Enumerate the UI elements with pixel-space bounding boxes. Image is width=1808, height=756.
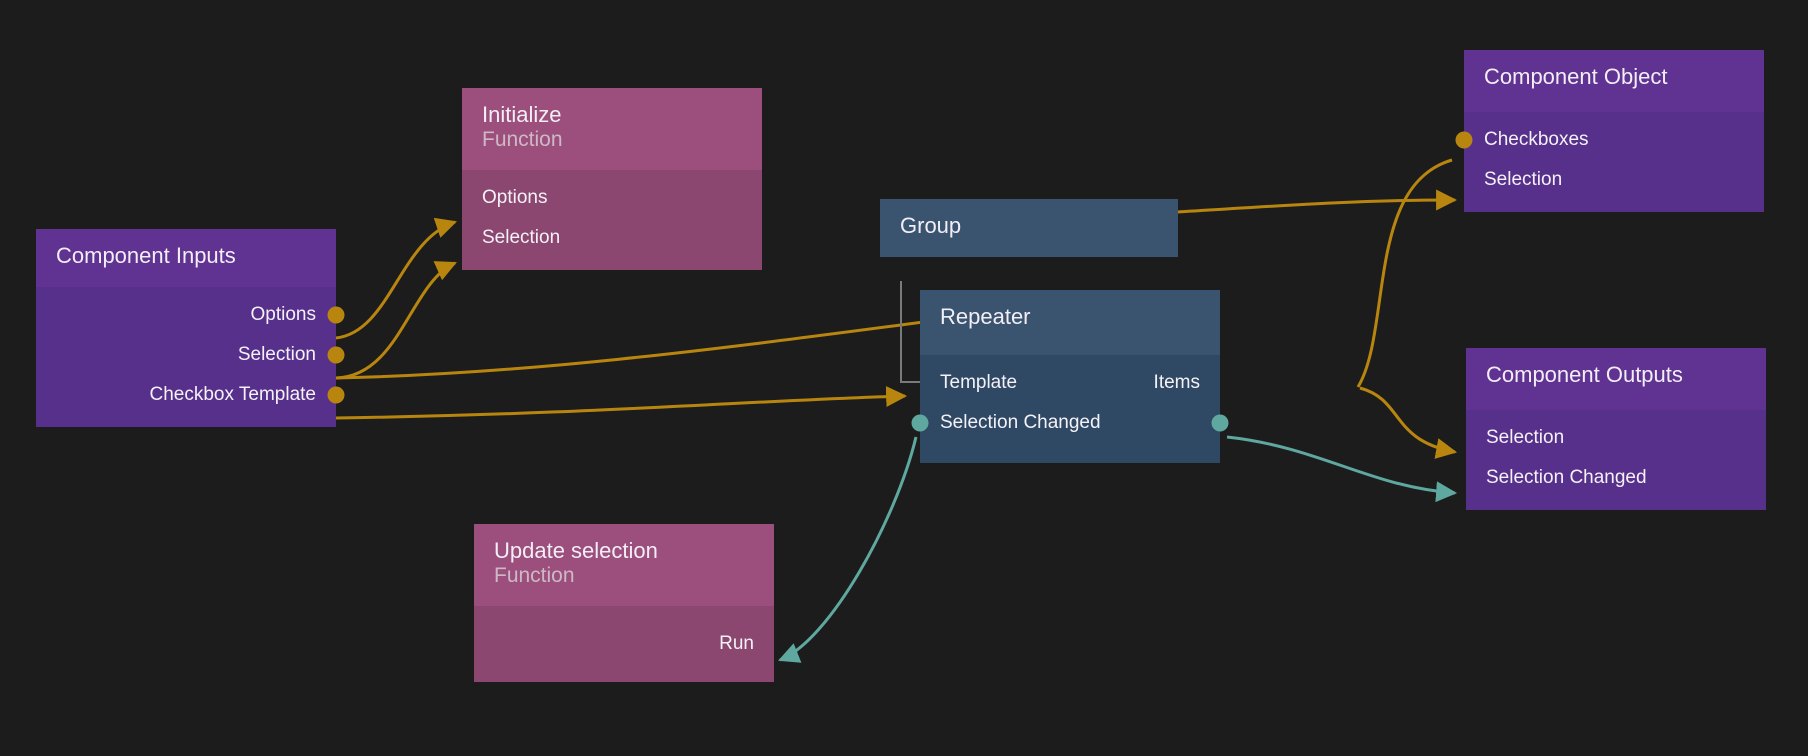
port-label-items: Items (1153, 372, 1200, 393)
node-component-outputs[interactable]: Component Outputs Selection Selection Ch… (1466, 348, 1766, 510)
edge-repeater-selchanged-to-update-run (778, 436, 918, 663)
port-label: Selection (1486, 427, 1565, 448)
node-header: Update selection Function (474, 524, 774, 606)
node-group[interactable]: Group (880, 199, 1178, 257)
port-label: Checkbox Template (149, 384, 316, 405)
edge-group-to-component-object-selection (1177, 189, 1458, 214)
port-row-options[interactable]: Options (36, 295, 345, 335)
node-header: Group (880, 199, 1178, 257)
node-header: Component Object (1464, 50, 1764, 112)
node-title: Update selection (494, 538, 658, 563)
node-body: Selection Selection Changed (1466, 410, 1766, 510)
port-row-template-items[interactable]: Template Items (920, 363, 1220, 403)
node-title: Group (900, 213, 962, 238)
port-label: Run (719, 633, 754, 654)
port-row-selection-changed[interactable]: Selection Changed (1466, 458, 1766, 498)
port-row-selection[interactable]: Selection (462, 218, 762, 258)
node-header: Repeater (920, 290, 1220, 355)
port-label: Checkboxes (1484, 129, 1589, 150)
node-subtitle: Function (494, 563, 575, 587)
node-body: Run (474, 606, 774, 682)
node-component-inputs[interactable]: Component Inputs Options Selection Check… (36, 229, 345, 427)
input-port-circle-icon[interactable] (911, 414, 929, 432)
input-port-circle-icon[interactable] (1455, 131, 1473, 149)
edge-repeater-selchanged-to-outputs-selchanged (1226, 435, 1458, 503)
port-label: Selection (1484, 169, 1563, 190)
edge-repeater-items-to-component-object-checkboxes (1356, 158, 1453, 388)
edge-inputs-template-to-repeater-template (335, 386, 908, 420)
node-title: Component Inputs (56, 243, 236, 268)
port-row-selection[interactable]: Selection (1464, 160, 1764, 200)
node-body: Template Items Selection Changed (911, 355, 1229, 463)
output-port-circle-icon[interactable] (327, 306, 345, 324)
port-row-checkbox-template[interactable]: Checkbox Template (36, 375, 345, 415)
output-port-circle-icon[interactable] (327, 346, 345, 364)
port-row-run[interactable]: Run (474, 624, 774, 664)
node-title: Initialize (482, 102, 562, 127)
node-initialize[interactable]: Initialize Function Options Selection (462, 88, 762, 270)
node-header: Component Inputs (36, 229, 336, 287)
port-label: Selection Changed (1486, 467, 1647, 488)
port-row-selection-changed[interactable]: Selection Changed (911, 403, 1229, 443)
port-label-selection-changed: Selection Changed (940, 412, 1101, 433)
node-update-selection[interactable]: Update selection Function Run (474, 524, 774, 682)
node-header: Component Outputs (1466, 348, 1766, 410)
port-label: Options (482, 187, 548, 208)
node-title: Repeater (940, 304, 1031, 329)
node-title: Component Object (1484, 64, 1668, 89)
edge-repeater-items-to-component-outputs-selection (1359, 386, 1458, 459)
port-row-options[interactable]: Options (462, 178, 762, 218)
port-label-template: Template (940, 372, 1018, 393)
node-repeater[interactable]: Repeater Template Items Selection Change… (911, 290, 1229, 463)
node-body: Options Selection Checkbox Template (36, 287, 345, 427)
node-body: Checkboxes Selection (1455, 112, 1764, 212)
output-port-circle-icon[interactable] (327, 386, 345, 404)
group-containment-bracket (900, 281, 924, 383)
port-row-selection[interactable]: Selection (1466, 418, 1766, 458)
port-label: Selection (237, 344, 316, 365)
port-label: Options (250, 304, 316, 325)
edge-inputs-options-to-initialize-options (335, 217, 457, 340)
node-component-object[interactable]: Component Object Checkboxes Selection (1455, 50, 1764, 212)
node-header: Initialize Function (462, 88, 762, 170)
port-row-checkboxes[interactable]: Checkboxes (1455, 120, 1764, 160)
node-title: Component Outputs (1486, 362, 1683, 387)
node-subtitle: Function (482, 127, 563, 151)
port-row-selection[interactable]: Selection (36, 335, 345, 375)
port-label: Selection (482, 227, 561, 248)
edge-inputs-selection-to-initialize-selection (335, 261, 457, 380)
node-body: Options Selection (462, 170, 762, 270)
output-port-circle-icon[interactable] (1211, 414, 1229, 432)
